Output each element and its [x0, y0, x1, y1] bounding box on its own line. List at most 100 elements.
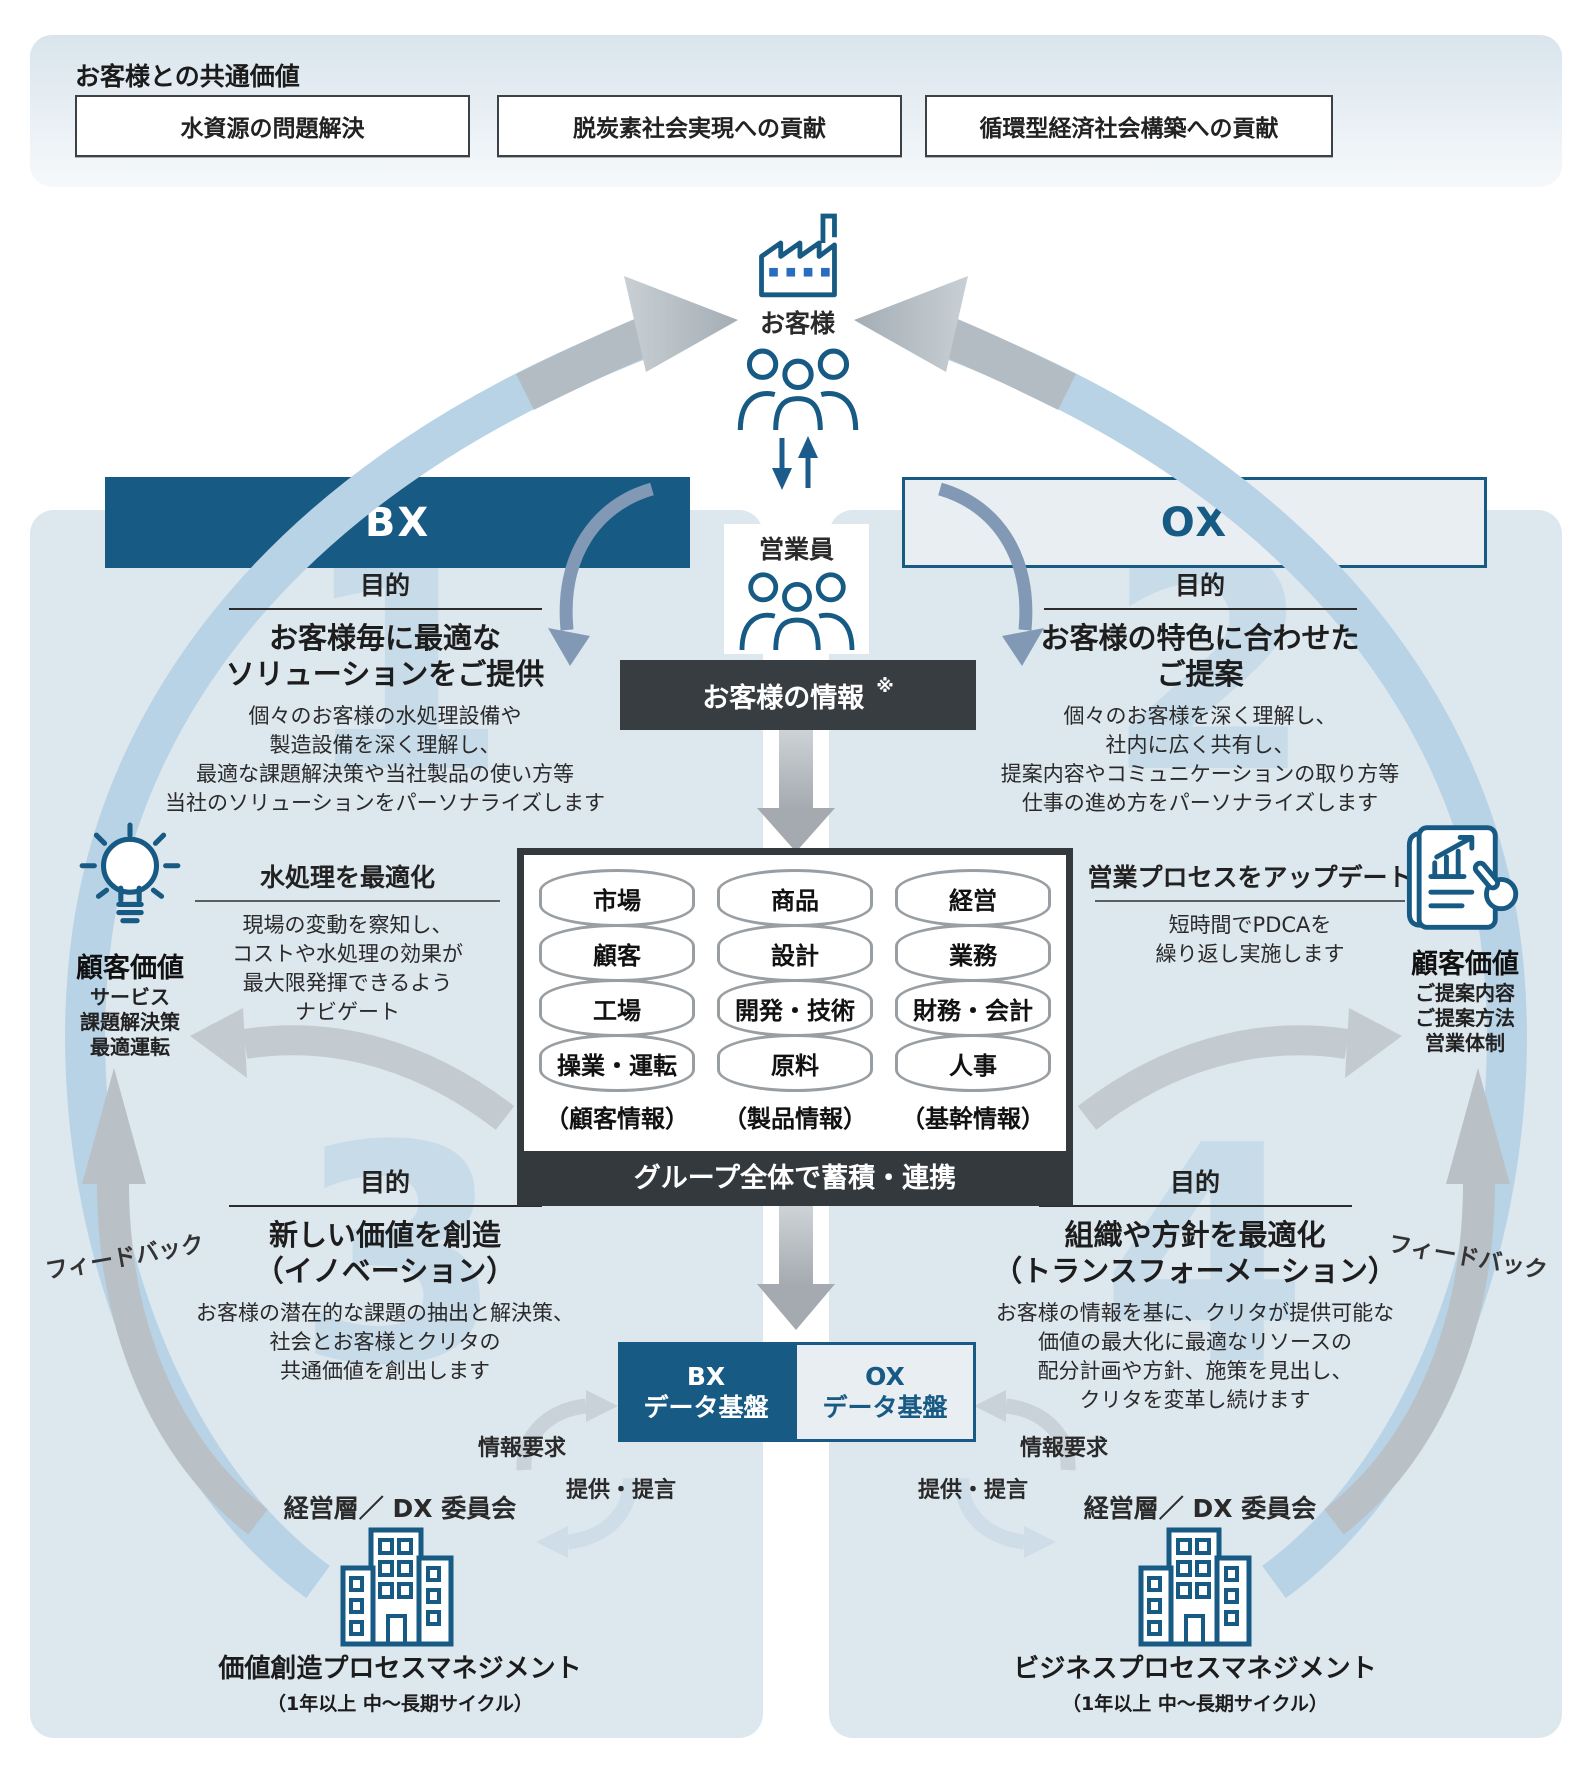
divider: [195, 900, 500, 902]
bx-header-bar: BX: [105, 477, 690, 568]
database-columns: 市場顧客工場操業・運転（顧客情報）商品設計開発・技術原料（製品情報）経営業務財務…: [524, 855, 1066, 1134]
bx-customer-value-title: 顧客価値: [76, 953, 184, 984]
ox-purpose-top-title-line1: お客様の特色に合わせた: [1040, 621, 1360, 655]
db-cylinder: 業務: [895, 924, 1051, 982]
db-column-caption: （製品情報）: [723, 1105, 867, 1133]
db-cylinder: 操業・運転: [539, 1034, 695, 1092]
ox-purpose-bottom-body-line1: お客様の情報を基に、クリタが提供可能な: [995, 1301, 1395, 1325]
ox-process-title: ビジネスプロセスマネジメント: [1013, 1654, 1377, 1684]
ox-purpose-top-body-line4: 仕事の進め方をパーソナライズします: [1021, 791, 1379, 815]
bx-purpose-top-body-line3: 最適な課題解決策や当社製品の使い方等: [196, 762, 574, 786]
database-box: 市場顧客工場操業・運転（顧客情報）商品設計開発・技術原料（製品情報）経営業務財務…: [517, 848, 1073, 1206]
ox-data-platform-box: OX データ基盤: [794, 1342, 976, 1442]
customer-info-note: ※: [876, 675, 894, 697]
ox-update-body-line2: 繰り返し実施します: [1155, 942, 1345, 966]
customer-people-icon: [737, 348, 858, 430]
database-column: 商品設計開発・技術原料（製品情報）: [714, 869, 876, 1134]
bx-optimize-body-line1: 現場の変動を察知し、: [242, 913, 453, 937]
ox-purpose-bottom-title-line2: （トランスフォーメーション）: [993, 1254, 1397, 1288]
lightbulb-icon: [79, 822, 181, 924]
bx-platform-line2: データ基盤: [643, 1393, 769, 1422]
bx-purpose-bottom-body-line1: お客様の潜在的な課題の抽出と解決策、: [196, 1301, 574, 1325]
ox-platform-line1: OX: [865, 1362, 905, 1391]
database-footer: グループ全体で蓄積・連携: [524, 1151, 1066, 1199]
ox-purpose-top-body-line1: 個々のお客様を深く理解し、: [1063, 704, 1337, 728]
bx-process-caption: 価値創造プロセスマネジメント （1年以上 中〜長期サイクル）: [195, 1648, 605, 1716]
divider: [228, 1205, 542, 1207]
shared-value-box-water: 水資源の問題解決: [75, 95, 470, 157]
db-cylinder: 工場: [539, 979, 695, 1037]
ox-purpose-top-title-line2: ご提案: [1156, 657, 1244, 691]
bx-purpose-top-body-line4: 当社のソリューションをパーソナライズします: [165, 791, 605, 815]
ox-update-block: 営業プロセスをアップデート 短時間でPDCAを 繰り返し実施します: [1070, 858, 1430, 969]
ox-update-heading: 営業プロセスをアップデート: [1087, 863, 1413, 892]
bx-purpose-bottom-title-line2: （イノベーション）: [254, 1254, 516, 1288]
bx-purpose-bottom-title-line1: 新しい価値を創造: [268, 1218, 501, 1252]
db-column-caption: （基幹情報）: [901, 1105, 1045, 1133]
db-cylinder: 市場: [539, 869, 695, 927]
ox-purpose-bottom-body-line4: クリタを変革し続けます: [1079, 1388, 1311, 1412]
ox-purpose-top: 目的 お客様の特色に合わせた ご提案 個々のお客様を深く理解し、 社内に広く共有…: [965, 566, 1435, 818]
ox-customer-value-title: 顧客価値: [1411, 949, 1519, 980]
customer-sales-exchange-arrows: [772, 436, 818, 490]
bx-purpose-top-body-line2: 製造設備を深く理解し、: [269, 733, 501, 757]
arrowhead-to-customer-right: [854, 276, 968, 372]
bx-platform-line1: BX: [686, 1362, 726, 1391]
db-cylinder: 経営: [895, 869, 1051, 927]
db-cylinder: 顧客: [539, 924, 695, 982]
factory-icon: [758, 213, 837, 298]
divider: [1043, 608, 1357, 610]
db-column-caption: （顧客情報）: [545, 1105, 689, 1133]
bx-purpose-bottom-body-line2: 社会とお客様とクリタの: [269, 1330, 501, 1354]
ox-purpose-top-heading: 目的: [1174, 571, 1225, 600]
db-cylinder: 財務・会計: [895, 979, 1051, 1037]
database-to-platform-arrow: [757, 1206, 835, 1330]
ox-platform-line2: データ基盤: [822, 1393, 948, 1422]
ox-customer-value-block: 顧客価値 ご提案内容 ご提案方法 営業体制: [1385, 816, 1545, 1056]
db-cylinder: 設計: [717, 924, 873, 982]
bx-provide-label: 提供・提言: [565, 1478, 676, 1503]
db-cylinder: 開発・技術: [717, 979, 873, 1037]
customer-info-label: お客様の情報: [702, 682, 865, 714]
bx-optimize-body-line3: 最大限発揮できるよう: [242, 971, 453, 995]
customer-info-box: お客様の情報 ※: [620, 660, 976, 730]
customer-label: お客様: [759, 309, 835, 338]
shared-value-box-circular: 循環型経済社会構築への貢献: [925, 95, 1333, 157]
database-column: 経営業務財務・会計人事（基幹情報）: [892, 869, 1054, 1134]
bx-optimize-body-line2: コストや水処理の効果が: [232, 942, 463, 966]
divider: [1095, 900, 1405, 902]
shared-value-title: お客様との共通価値: [75, 62, 300, 91]
customer-block: お客様: [737, 208, 858, 430]
bx-data-platform-box: BX データ基盤: [618, 1342, 794, 1442]
bx-customer-value-item2: 課題解決策: [80, 1010, 180, 1034]
bx-optimize-block: 水処理を最適化 現場の変動を察知し、 コストや水処理の効果が 最大限発揮できるよ…: [180, 858, 515, 1027]
bx-purpose-top-body-line1: 個々のお客様の水処理設備や: [248, 704, 522, 728]
bx-info-request-label: 情報要求: [477, 1436, 566, 1461]
bx-customer-value-item3: 最適運転: [90, 1035, 170, 1059]
ox-provide-label: 提供・提言: [917, 1478, 1028, 1503]
bx-purpose-top-title-line2: ソリューションをご提供: [225, 657, 545, 691]
sales-people-icon: [739, 572, 854, 650]
ox-purpose-top-body-line2: 社内に広く共有し、: [1105, 733, 1295, 757]
ox-info-request-label: 情報要求: [1019, 1436, 1108, 1461]
bx-purpose-top-heading: 目的: [359, 571, 410, 600]
bx-customer-value-item1: サービス: [90, 985, 170, 1009]
bx-process-title: 価値創造プロセスマネジメント: [218, 1654, 582, 1684]
ox-customer-value-item3: 営業体制: [1425, 1031, 1505, 1055]
sales-block: 営業員: [724, 524, 869, 654]
info-to-database-arrow: [757, 728, 835, 852]
db-cylinder: 原料: [717, 1034, 873, 1092]
building-icon-right: [1138, 1527, 1252, 1647]
ox-customer-value-item1: ご提案内容: [1415, 981, 1515, 1005]
bx-customer-value-block: 顧客価値 サービス 課題解決策 最適運転: [55, 818, 205, 1060]
ox-purpose-bottom-title-line1: 組織や方針を最適化: [1064, 1218, 1326, 1252]
database-column: 市場顧客工場操業・運転 （顧客情報）: [536, 869, 698, 1134]
ox-process-cycle: （1年以上 中〜長期サイクル）: [1062, 1693, 1328, 1715]
building-icon-left: [340, 1527, 454, 1647]
bx-purpose-top-title-line1: お客様毎に最適な: [268, 621, 501, 655]
ox-process-caption: ビジネスプロセスマネジメント （1年以上 中〜長期サイクル）: [990, 1648, 1400, 1716]
shared-value-box-decarbon: 脱炭素社会実現への貢献: [497, 95, 902, 157]
ox-customer-value-item2: ご提案方法: [1415, 1006, 1515, 1030]
ox-purpose-bottom-body-line2: 価値の最大化に最適なリソースの: [1038, 1330, 1352, 1354]
